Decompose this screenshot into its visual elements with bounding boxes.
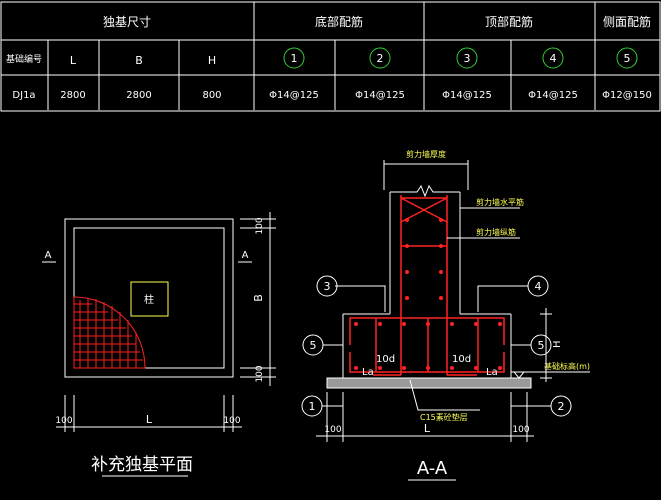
plan-dim-right-bottom: 100 bbox=[255, 365, 265, 382]
header-foundation-size: 独基尺寸 bbox=[103, 15, 151, 29]
rebar-table bbox=[0, 1, 661, 112]
svg-text:5: 5 bbox=[310, 339, 317, 352]
table-header-row: 独基尺寸 底部配筋 顶部配筋 侧面配筋 bbox=[103, 14, 651, 29]
section-marker-5-left: 5 bbox=[302, 334, 324, 356]
row-rebar-5: Φ12@150 bbox=[602, 90, 652, 101]
plan-dim-bottom-left: 100 bbox=[55, 416, 72, 426]
label-cushion: C15素砼垫层 bbox=[420, 412, 468, 422]
plan-dim-bottom-right: 100 bbox=[223, 416, 240, 426]
elevation-mark bbox=[512, 371, 526, 379]
table-rebar-markers: 1 2 3 4 5 bbox=[283, 47, 638, 69]
label-foundation-elevation: 基础标高(m) bbox=[544, 361, 590, 371]
marker-4: 4 bbox=[542, 47, 564, 69]
svg-text:2: 2 bbox=[558, 400, 565, 413]
row-id: DJ1a bbox=[12, 90, 35, 101]
svg-text:5: 5 bbox=[624, 52, 631, 65]
row-rebar-4: Φ14@125 bbox=[528, 90, 578, 101]
svg-text:4: 4 bbox=[550, 52, 557, 65]
svg-text:3: 3 bbox=[324, 280, 331, 293]
plan-dim-right-B: B bbox=[252, 294, 265, 302]
section-dim-L: L bbox=[424, 422, 431, 435]
label-la-right: La bbox=[486, 367, 498, 378]
label-wall-thickness: 剪力墙厚度 bbox=[406, 149, 446, 159]
plan-rebar-grid bbox=[73, 296, 146, 369]
plan-dim-bottom-L: L bbox=[146, 413, 153, 426]
plan-dim-right bbox=[240, 212, 276, 386]
row-L: 2800 bbox=[60, 90, 85, 101]
section-marker-5-right: 5 bbox=[530, 334, 552, 356]
label-10d-right: 10d bbox=[452, 354, 471, 365]
svg-text:1: 1 bbox=[309, 400, 316, 413]
header-H: H bbox=[208, 54, 216, 67]
row-H: 800 bbox=[202, 90, 221, 101]
plan-title: 补充独基平面 bbox=[91, 455, 193, 475]
plan-column bbox=[130, 281, 169, 317]
plan-column-label: 柱 bbox=[144, 293, 154, 306]
plan-view: 柱 A A 100 L 100 100 B 1 bbox=[42, 212, 276, 477]
label-wall-vertical-rebar: 剪力墙纵筋 bbox=[476, 227, 516, 237]
svg-text:5: 5 bbox=[538, 339, 545, 352]
svg-text:2: 2 bbox=[377, 52, 384, 65]
svg-text:4: 4 bbox=[535, 280, 542, 293]
row-rebar-3: Φ14@125 bbox=[442, 90, 492, 101]
section-marker-4: 4 bbox=[527, 275, 549, 297]
label-wall-horizontal-rebar: 剪力墙水平筋 bbox=[476, 197, 524, 207]
marker-5: 5 bbox=[616, 47, 638, 69]
row-rebar-1: Φ14@125 bbox=[269, 90, 319, 101]
marker-3: 3 bbox=[456, 47, 478, 69]
label-height: H bbox=[552, 340, 563, 348]
wall-rebar bbox=[373, 195, 477, 376]
marker-2: 2 bbox=[369, 47, 391, 69]
wall-outline bbox=[389, 184, 461, 314]
row-rebar-2: Φ14@125 bbox=[355, 90, 405, 101]
section-dim-bottom bbox=[316, 392, 534, 442]
section-title: A-A bbox=[417, 458, 448, 479]
label-la-left: La bbox=[362, 367, 374, 378]
table-data-row: DJ1a 2800 2800 800 Φ14@125 Φ14@125 Φ14@1… bbox=[12, 90, 651, 101]
label-10d-left: 10d bbox=[376, 354, 395, 365]
section-mark-left: A bbox=[45, 250, 52, 261]
section-dim-left: 100 bbox=[324, 425, 341, 435]
wall-rebar-ends bbox=[405, 218, 443, 300]
header-L: L bbox=[70, 54, 77, 67]
footing-rebar-dots bbox=[354, 322, 502, 370]
plan-outer-outline bbox=[64, 218, 234, 378]
section-mark-right: A bbox=[242, 250, 249, 261]
svg-text:3: 3 bbox=[464, 52, 471, 65]
header-bottom-rebar: 底部配筋 bbox=[315, 14, 363, 29]
section-marker-2: 2 bbox=[550, 395, 572, 417]
section-marker-3: 3 bbox=[316, 275, 338, 297]
plan-dim-right-top: 100 bbox=[255, 217, 265, 234]
table-subheader-row: 基础编号 L B H bbox=[6, 53, 216, 67]
section-marker-1: 1 bbox=[301, 395, 323, 417]
marker-1: 1 bbox=[283, 47, 305, 69]
section-view: 剪力墙厚度 bbox=[301, 149, 590, 481]
footing-rebar bbox=[349, 317, 505, 373]
header-foundation-id: 基础编号 bbox=[6, 53, 42, 65]
svg-text:1: 1 bbox=[291, 52, 298, 65]
row-B: 2800 bbox=[126, 90, 151, 101]
plan-dim-bottom bbox=[56, 395, 242, 432]
section-dim-right: 100 bbox=[512, 425, 529, 435]
header-side-rebar: 侧面配筋 bbox=[603, 14, 651, 29]
cushion-layer bbox=[326, 377, 532, 389]
header-B: B bbox=[135, 54, 143, 67]
header-top-rebar: 顶部配筋 bbox=[485, 14, 533, 29]
